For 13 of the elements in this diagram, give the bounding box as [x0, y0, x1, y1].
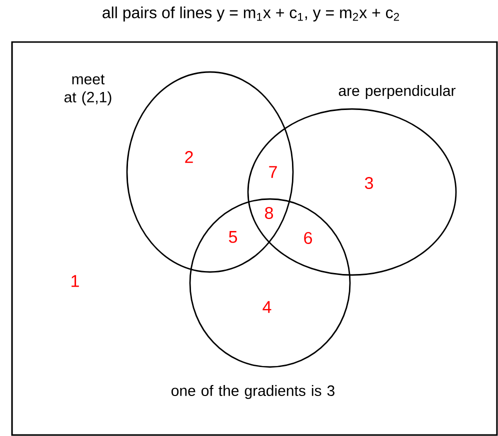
region-number: 2 [185, 151, 193, 163]
region-number: 5 [228, 231, 237, 243]
region-number: 4 [262, 301, 272, 313]
region-number: 7 [269, 166, 277, 178]
universal-set-box [11, 41, 498, 436]
region-number: 3 [364, 176, 373, 190]
region-number: 8 [265, 206, 273, 220]
region-number: 6 [304, 232, 312, 244]
region-number: 1 [72, 275, 79, 287]
node-label: are perpendicular [338, 85, 456, 99]
heading: all pairs of lines y = m$_{1}$x + c$_{1}$, y = m$_{2}$x + c$_{2}$ [102, 6, 399, 22]
node-label: one of the gradients is 3 [172, 385, 334, 399]
node-label: meet at (2,1) [64, 74, 112, 106]
